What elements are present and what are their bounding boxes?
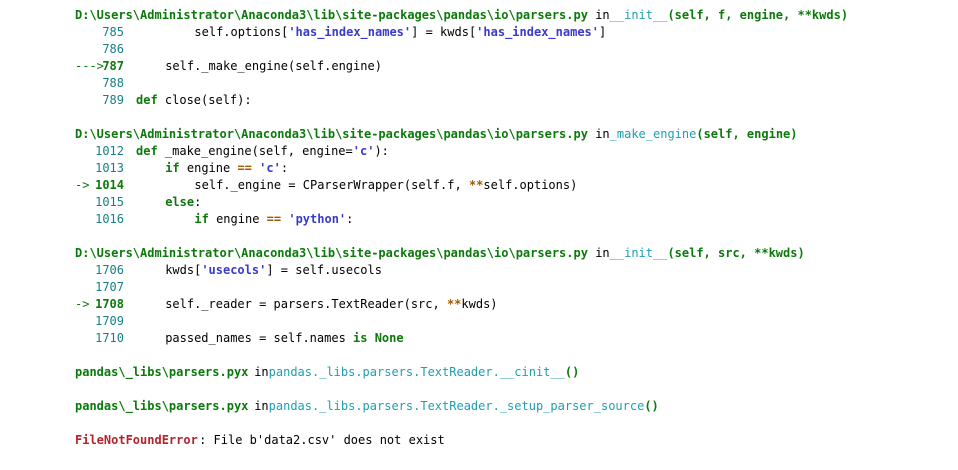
code-token: ):: [374, 144, 389, 158]
in-word: in: [254, 399, 269, 413]
pyx-function-name: pandas._libs.parsers.TextReader.__cinit_…: [268, 365, 565, 379]
code-token: 'has_index_names': [476, 25, 599, 39]
code-token: ==: [266, 212, 282, 226]
pyx-function-parens: (): [564, 365, 580, 379]
frame-file-path: D:\Users\Administrator\Anaconda3\lib\sit…: [75, 127, 798, 141]
code-token: 'c': [352, 144, 375, 158]
source-code: self._make_engine(self.engine): [165, 58, 382, 75]
code-token: else: [165, 195, 195, 209]
code-token: 'c': [259, 161, 281, 175]
in-word: in: [595, 127, 610, 141]
line-number: 788: [102, 76, 124, 90]
code-token: self._engine = CParserWrapper(self.f,: [194, 178, 469, 192]
code-token: engine: [216, 212, 267, 226]
code-token: close(self):: [164, 93, 252, 107]
code-token: ] = self.usecols: [266, 263, 382, 277]
source-code: if engine == 'python':: [194, 211, 353, 228]
frame-file-path: D:\Users\Administrator\Anaconda3\lib\sit…: [75, 8, 849, 22]
code-token: engine: [186, 161, 238, 175]
pyx-function-parens: (): [644, 399, 659, 413]
frame-function-args: (self, src, **kwds): [667, 246, 805, 260]
code-token: 'has_index_names': [288, 25, 412, 39]
line-number: 1016: [95, 212, 124, 226]
code-token: :: [194, 195, 202, 209]
line-number: 787: [102, 59, 124, 73]
source-code: def close(self):: [136, 92, 252, 109]
code-token: self.options[: [194, 25, 289, 39]
pyx-function-name: pandas._libs.parsers.TextReader._setup_p…: [268, 399, 645, 413]
line-number: 785: [102, 25, 124, 39]
frame-function-name: _make_engine: [609, 127, 697, 141]
error-message: : File b'data2.csv' does not exist: [199, 433, 445, 447]
frame-file-path: D:\Users\Administrator\Anaconda3\lib\sit…: [75, 246, 805, 260]
code-token: self._make_engine(self.engine): [165, 59, 382, 73]
line-number: 1014: [95, 178, 124, 192]
pyx-file-path: pandas\_libs\parsers.pyx: [75, 365, 249, 379]
current-line-arrow: ->: [75, 297, 90, 311]
code-token: kwds[: [165, 263, 202, 277]
current-line-arrow: --->: [75, 59, 104, 73]
line-number: 1015: [95, 195, 124, 209]
code-token: kwds): [461, 297, 498, 311]
code-token: if: [165, 161, 187, 175]
code-token: passed_names = self.names: [165, 331, 354, 345]
code-token: is None: [353, 331, 404, 345]
code-token: ] = kwds[: [411, 25, 477, 39]
code-token: self._reader = parsers.TextReader(src,: [165, 297, 447, 311]
line-number: 1708: [95, 297, 124, 311]
source-code: else:: [165, 194, 201, 211]
source-code: self._engine = CParserWrapper(self.f, **…: [194, 177, 577, 194]
source-code: self._reader = parsers.TextReader(src, *…: [165, 296, 497, 313]
line-number: 789: [102, 93, 124, 107]
code-token: :: [280, 161, 289, 175]
code-token: self.options): [483, 178, 578, 192]
in-word: in: [595, 246, 610, 260]
frame-function-args: (self, f, engine, **kwds): [667, 8, 849, 22]
line-number: 1706: [95, 263, 124, 277]
line-number: 1012: [95, 144, 124, 158]
code-token: def: [136, 93, 165, 107]
source-code: self.options['has_index_names'] = kwds['…: [194, 24, 606, 41]
line-number: 1707: [95, 280, 124, 294]
source-code: if engine == 'c':: [165, 160, 288, 177]
code-token: def: [136, 144, 165, 158]
code-token: ==: [237, 161, 252, 175]
code-token: 'usecols': [201, 263, 267, 277]
code-token: 'python': [288, 212, 347, 226]
line-number: 1013: [95, 161, 124, 175]
error-type: FileNotFoundError: [75, 433, 198, 447]
line-number: 1710: [95, 331, 124, 345]
code-token: **: [446, 297, 462, 311]
source-code: kwds['usecols'] = self.usecols: [165, 262, 382, 279]
code-token: ]: [599, 25, 607, 39]
in-word: in: [595, 8, 610, 22]
in-word: in: [254, 365, 269, 379]
source-code: passed_names = self.names is None: [165, 330, 403, 347]
code-token: **: [468, 178, 484, 192]
pyx-file-path: pandas\_libs\parsers.pyx: [75, 399, 249, 413]
line-number: 786: [102, 42, 124, 56]
source-code: def _make_engine(self, engine='c'):: [136, 143, 389, 160]
frame-function-name: __init__: [609, 246, 668, 260]
frame-function-name: __init__: [609, 8, 668, 22]
code-token: if: [194, 212, 217, 226]
frame-function-args: (self, engine): [696, 127, 798, 141]
code-token: :: [346, 212, 354, 226]
line-number: 1709: [95, 314, 124, 328]
current-line-arrow: ->: [75, 178, 90, 192]
code-token: _make_engine(self, engine=: [164, 144, 353, 158]
